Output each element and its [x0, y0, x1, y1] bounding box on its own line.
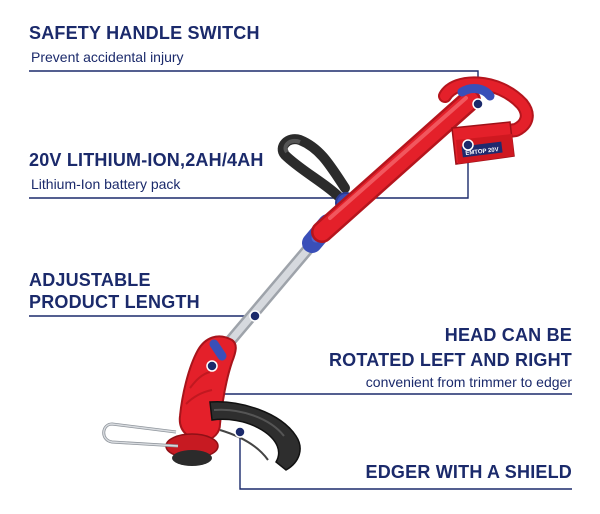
- shaft: [220, 229, 326, 352]
- head-title-line1: HEAD CAN BE: [444, 325, 572, 345]
- battery-logo: EMTOP 20V: [465, 147, 499, 157]
- head-title-line2: ROTATED LEFT AND RIGHT: [328, 350, 572, 370]
- length-title-line2: PRODUCT LENGTH: [29, 292, 200, 312]
- edger-shield: [209, 401, 301, 471]
- dot-battery: [462, 139, 474, 151]
- battery-title: 20V LITHIUM-ION,2AH/4AH: [29, 150, 264, 170]
- dot-edger: [234, 426, 246, 438]
- trimmer-head: [165, 335, 237, 466]
- dot-safety-switch: [472, 98, 484, 110]
- length-title-line1: ADJUSTABLE: [29, 270, 151, 290]
- main-body: EMTOP: [311, 89, 481, 243]
- rear-handle: [438, 76, 534, 143]
- head-desc: convenient from trimmer to edger: [365, 374, 572, 390]
- battery-desc: Lithium-Ion battery pack: [31, 176, 181, 192]
- leader-line-head: [211, 367, 572, 395]
- callout-dots: [206, 98, 484, 438]
- edger-title: EDGER WITH A SHIELD: [365, 462, 572, 482]
- dot-length: [249, 310, 261, 322]
- leader-line-safety: [29, 70, 479, 103]
- edging-wire-guide: [102, 422, 179, 448]
- brand-logo: EMTOP: [371, 132, 395, 154]
- battery-pack: EMTOP 20V: [451, 121, 515, 165]
- dot-head: [206, 360, 218, 372]
- leader-line-edger: [239, 432, 572, 490]
- safety-switch-title: SAFETY HANDLE SWITCH: [29, 23, 260, 43]
- safety-switch-desc: Prevent accidental injury: [31, 49, 184, 65]
